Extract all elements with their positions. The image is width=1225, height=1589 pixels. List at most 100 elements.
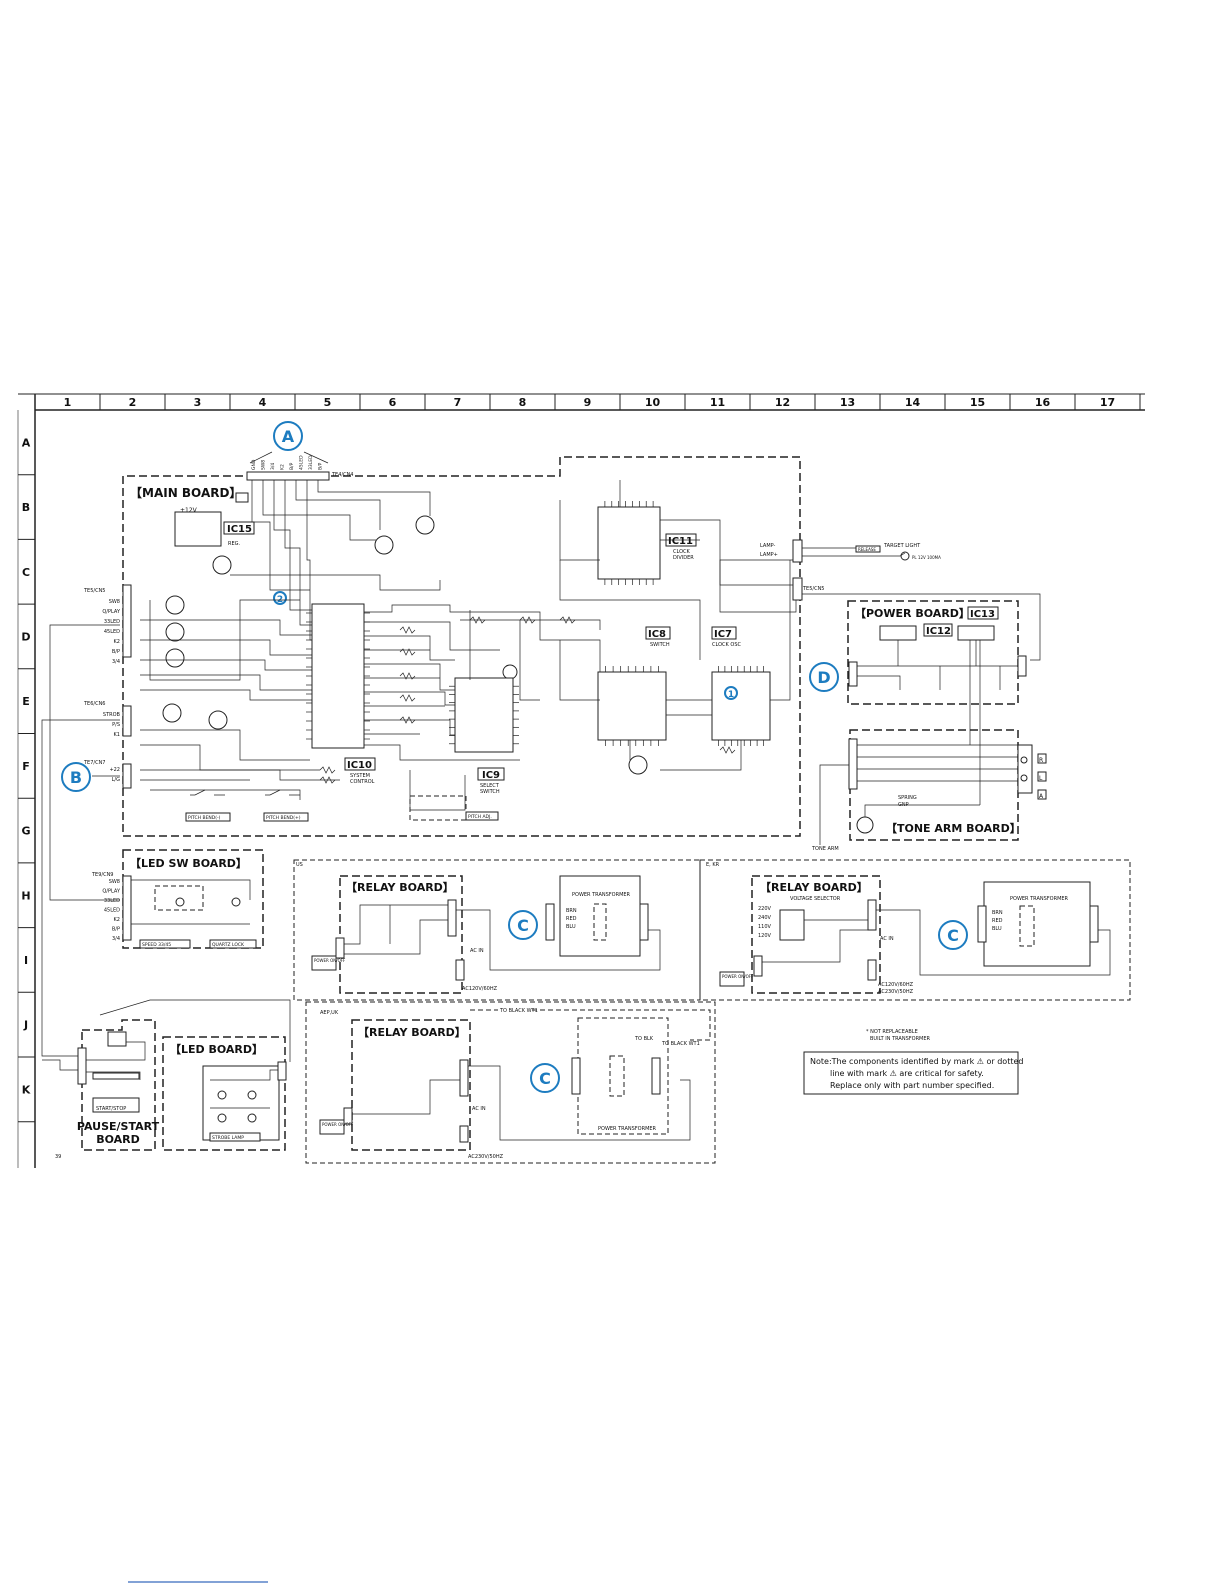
row-label-F: F — [22, 760, 30, 773]
relay-board-e: E, KR 【RELAY BOARD】 VOLTAGE SELECTOR 220… — [699, 859, 1131, 1001]
wire-red-us: RED — [566, 916, 577, 922]
main-board-wiring — [140, 480, 795, 811]
lamp-minus-label: LAMP- — [760, 543, 776, 549]
safety-note-3: Replace only with part number specified. — [830, 1081, 994, 1090]
ac-in-e: AC IN — [880, 936, 894, 942]
bulb-label: PL 12V 100MA — [912, 555, 941, 560]
svg-text:D: D — [817, 668, 830, 687]
led-sw-board-title: 【LED SW BOARD】 — [130, 857, 247, 870]
col-label-17: 17 — [1100, 396, 1115, 409]
connector-te5-label: TE5/CN5 — [802, 586, 825, 592]
col-label-11: 11 — [710, 396, 725, 409]
voltage-option: 240V — [758, 915, 772, 921]
grid-frame — [17, 393, 1145, 1168]
callout-c2: C — [938, 920, 968, 950]
col-label-6: 6 — [389, 396, 397, 409]
connector-te4-label: TE4/CN4 — [331, 472, 354, 478]
ic9-caption-2: SWITCH — [480, 789, 500, 795]
power-onoff-us: POWER ON/OFF — [314, 958, 346, 963]
col-label-3: 3 — [194, 396, 202, 409]
row-ticks — [18, 474, 35, 1123]
pin-label: 33LED — [104, 898, 120, 904]
voltage-option: 120V — [758, 933, 772, 939]
ac-us-label: AC120V/60HZ — [462, 986, 498, 992]
voltage-option: 110V — [758, 924, 772, 930]
tone-arm-board-title: 【TONE ARM BOARD】 — [886, 822, 1021, 835]
ic11-caption-1: CLOCK — [673, 549, 691, 555]
transistor-q1 — [165, 595, 185, 615]
release-switch — [855, 545, 881, 553]
col-label-7: 7 — [454, 396, 462, 409]
relay-board-uk-title: 【RELAY BOARD】 — [358, 1026, 466, 1039]
top-pin-label: K2 — [280, 464, 286, 470]
led-sw-board: 【LED SW BOARD】 TE9/CN9 SW8Q/PLAY33LED45L… — [91, 849, 264, 949]
to-blk-label: TO BLK — [634, 1036, 654, 1042]
pin-label: B/P — [112, 649, 120, 655]
top-pin-label: 3/4 — [270, 463, 276, 470]
quartz-lock-label: QUARTZ LOCK — [212, 942, 245, 948]
col-label-14: 14 — [905, 396, 921, 409]
transistor-q3 — [165, 648, 185, 668]
ic8-body — [597, 671, 667, 741]
tone-arm-a: A — [1039, 793, 1044, 800]
col-label-13: 13 — [840, 396, 855, 409]
row-label-B: B — [22, 501, 30, 514]
connector-te5 — [792, 577, 803, 601]
ic9-label: IC9 — [482, 770, 500, 781]
callout-1: 1 — [724, 686, 738, 700]
top-pin-label: B/P — [289, 462, 295, 470]
notes: * NOT REPLACEABLE BUILT IN TRANSFORMER N… — [803, 1029, 1023, 1095]
row-label-H: H — [21, 889, 30, 902]
led-green-icon — [175, 897, 185, 907]
row-label-C: C — [22, 566, 30, 579]
transistor-q9 — [628, 755, 648, 775]
callout-c3: C — [530, 1063, 560, 1093]
ic15-label: IC15 — [227, 524, 252, 535]
connector-te1 — [77, 1047, 87, 1085]
ac-in-uk: AC IN — [472, 1106, 486, 1112]
relay-board-us-title: 【RELAY BOARD】 — [346, 881, 454, 894]
connector-lamp — [792, 539, 803, 563]
resistors — [319, 616, 736, 784]
ic8-label: IC8 — [648, 629, 666, 640]
led-icon-3 — [217, 1113, 227, 1123]
safety-note-2: line with mark ⚠ are critical for safety… — [830, 1069, 984, 1078]
voltage-option: 220V — [758, 906, 772, 912]
page-number: 39 — [55, 1154, 61, 1160]
col-label-5: 5 — [324, 396, 332, 409]
pin-label: Q/PLAY — [102, 889, 121, 895]
pin-label: K2 — [114, 639, 120, 645]
ic10-body — [311, 603, 365, 749]
row-label-G: G — [21, 825, 30, 838]
power-transformer-uk: POWER TRANSFORMER — [598, 1126, 657, 1132]
pin-label: 45LED — [104, 908, 120, 914]
ic13-label: IC13 — [970, 609, 995, 620]
top-pin-label: B/P — [318, 462, 324, 470]
start-stop-label: START/STOP — [96, 1106, 126, 1112]
ic10-pins — [306, 612, 370, 740]
voltage-options: 220V 240V 110V 120V — [758, 906, 772, 939]
svg-text:1: 1 — [728, 690, 734, 700]
connector-cn5 — [122, 584, 132, 658]
connector-cn7 — [122, 763, 132, 789]
row-label-K: K — [22, 1083, 31, 1096]
ic11-caption-2: DIVIDER — [673, 555, 694, 561]
pin-label: 33LED — [104, 619, 120, 625]
ic7-label: IC7 — [714, 629, 732, 640]
safety-note-1: Note:The components identified by mark ⚠… — [810, 1057, 1023, 1066]
callout-a: A — [273, 421, 303, 451]
connector-cn9 — [122, 875, 132, 941]
region-e-label: E, KR — [706, 862, 720, 868]
top-pin-label: GND — [251, 459, 257, 470]
transistor-q5 — [374, 535, 394, 555]
plus12v-label: +12V — [180, 507, 198, 514]
connector-cn6-label: TE6/CN6 — [83, 701, 106, 707]
ic15-caption: REG. — [228, 541, 241, 547]
transistor-q2 — [165, 622, 185, 642]
connector-cn5-label: TE5/CN5 — [83, 588, 106, 594]
col-label-8: 8 — [519, 396, 527, 409]
